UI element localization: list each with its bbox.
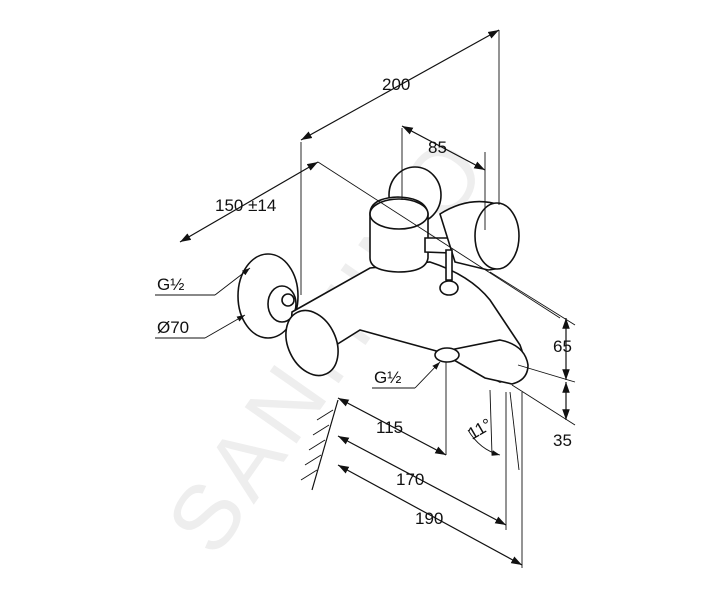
dim-35: 35 <box>553 431 572 450</box>
hose-outlet <box>434 347 460 363</box>
right-handle-cap <box>474 202 520 270</box>
thread-label-bottom: G½ <box>374 368 401 387</box>
left-end-cap <box>285 309 339 377</box>
diverter <box>445 249 453 281</box>
dim-200: 200 <box>382 75 410 94</box>
bath-mixer <box>237 166 529 385</box>
dim-190: 190 <box>415 509 443 528</box>
diameter-label: Ø70 <box>157 318 189 337</box>
left-stub <box>281 293 295 307</box>
dim-150: 150 ±14 <box>215 196 276 215</box>
spout <box>437 339 529 385</box>
dim-115: 115 <box>376 418 403 437</box>
wall-hatch <box>300 399 339 491</box>
callout-leaders <box>155 267 441 389</box>
thread-label-top: G½ <box>157 275 184 294</box>
diverter-knob <box>439 280 459 296</box>
dim-65: 65 <box>553 337 572 356</box>
dimension-lines <box>179 29 570 566</box>
dim-170: 170 <box>396 470 424 489</box>
dim-85: 85 <box>428 138 447 157</box>
